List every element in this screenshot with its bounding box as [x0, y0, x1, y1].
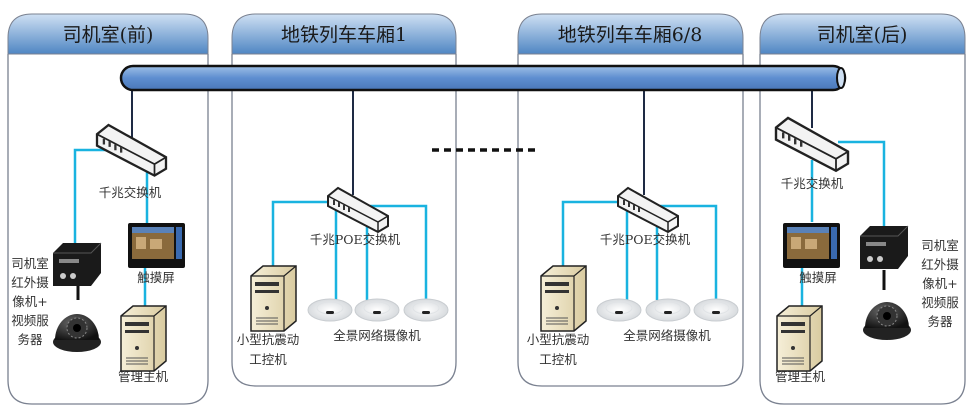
management-host-front	[120, 305, 167, 372]
panoramic-camera	[354, 298, 400, 322]
trunk-links	[131, 88, 813, 195]
management-host-rear	[776, 305, 823, 372]
panoramic-camera-label: 全景网络摄像机	[623, 328, 711, 343]
ipc-label-1: 小型抗震动	[527, 332, 590, 347]
ipc-label-1: 小型抗震动	[237, 332, 300, 347]
panoramic-camera	[693, 298, 739, 322]
svg-text:务器: 务器	[17, 332, 43, 347]
backbone-bus	[119, 64, 847, 92]
svg-text:红外摄: 红外摄	[11, 275, 49, 290]
zone-title: 司机室(后)	[817, 24, 908, 46]
gigabit-switch-label: 千兆交换机	[781, 176, 844, 191]
svg-text:务器: 务器	[927, 314, 953, 329]
svg-text:视频服: 视频服	[921, 295, 959, 310]
panoramic-camera-label: 全景网络摄像机	[333, 328, 421, 343]
poe-switch-label: 千兆POE交换机	[310, 232, 401, 247]
video-server-front	[52, 242, 102, 287]
gigabit-switch-label: 千兆交换机	[99, 185, 162, 200]
panoramic-camera	[307, 298, 353, 322]
poe-switch-label: 千兆POE交换机	[600, 232, 691, 247]
zone-title: 司机室(前)	[63, 24, 154, 46]
svg-text:红外摄: 红外摄	[921, 257, 959, 272]
svg-text:视频服: 视频服	[11, 313, 49, 328]
management-host-label: 管理主机	[775, 369, 826, 384]
touchscreen-front	[128, 223, 185, 268]
touchscreen-label: 触摸屏	[799, 270, 837, 285]
ethernet-links	[73, 140, 886, 306]
video-server-rear	[859, 225, 909, 270]
rugged-ipc-car6-8	[540, 265, 587, 332]
svg-text:司机室: 司机室	[921, 238, 959, 253]
management-host-label: 管理主机	[118, 369, 169, 384]
zone-title: 地铁列车车厢6/8	[558, 24, 703, 46]
panoramic-camera	[596, 298, 642, 322]
panoramic-camera	[645, 298, 691, 322]
touchscreen-rear	[783, 223, 840, 268]
ipc-label-2: 工控机	[249, 352, 287, 367]
svg-text:像机+: 像机+	[922, 276, 957, 291]
touchscreen-label: 触摸屏	[137, 270, 175, 285]
zone-title: 地铁列车车厢1	[281, 24, 407, 46]
rugged-ipc-car1	[250, 265, 297, 332]
svg-text:司机室: 司机室	[11, 256, 49, 271]
ipc-label-2: 工控机	[539, 352, 577, 367]
cab-camera-label-front: 司机室 红外摄 像机+ 视频服 务器	[11, 256, 49, 347]
svg-text:像机+: 像机+	[12, 294, 47, 309]
cab-camera-label-rear: 司机室 红外摄 像机+ 视频服 务器	[921, 238, 959, 329]
panoramic-camera	[403, 298, 449, 322]
